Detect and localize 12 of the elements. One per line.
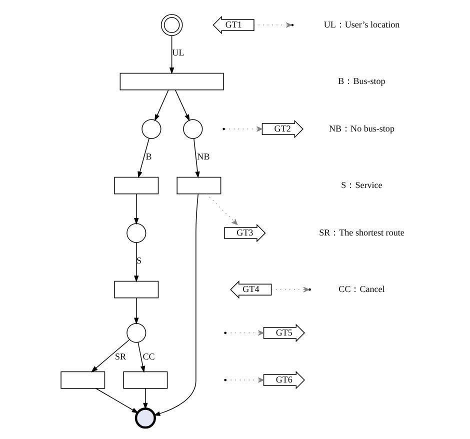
edge-label: UL xyxy=(172,48,184,58)
edge-label: S xyxy=(136,256,142,266)
edge-label: B xyxy=(145,152,152,162)
label: S：Service xyxy=(340,180,382,190)
edge-label: NB xyxy=(196,152,210,162)
label: UL：User’s location xyxy=(323,19,400,30)
edge-label: CC xyxy=(142,351,154,362)
label: CC：Cancel xyxy=(338,284,384,294)
label: NB：No bus-stop xyxy=(328,123,394,134)
label: B：Bus-stop xyxy=(338,76,385,86)
label: SR：The shortest route xyxy=(318,227,404,238)
edge-label: SR xyxy=(114,351,126,362)
